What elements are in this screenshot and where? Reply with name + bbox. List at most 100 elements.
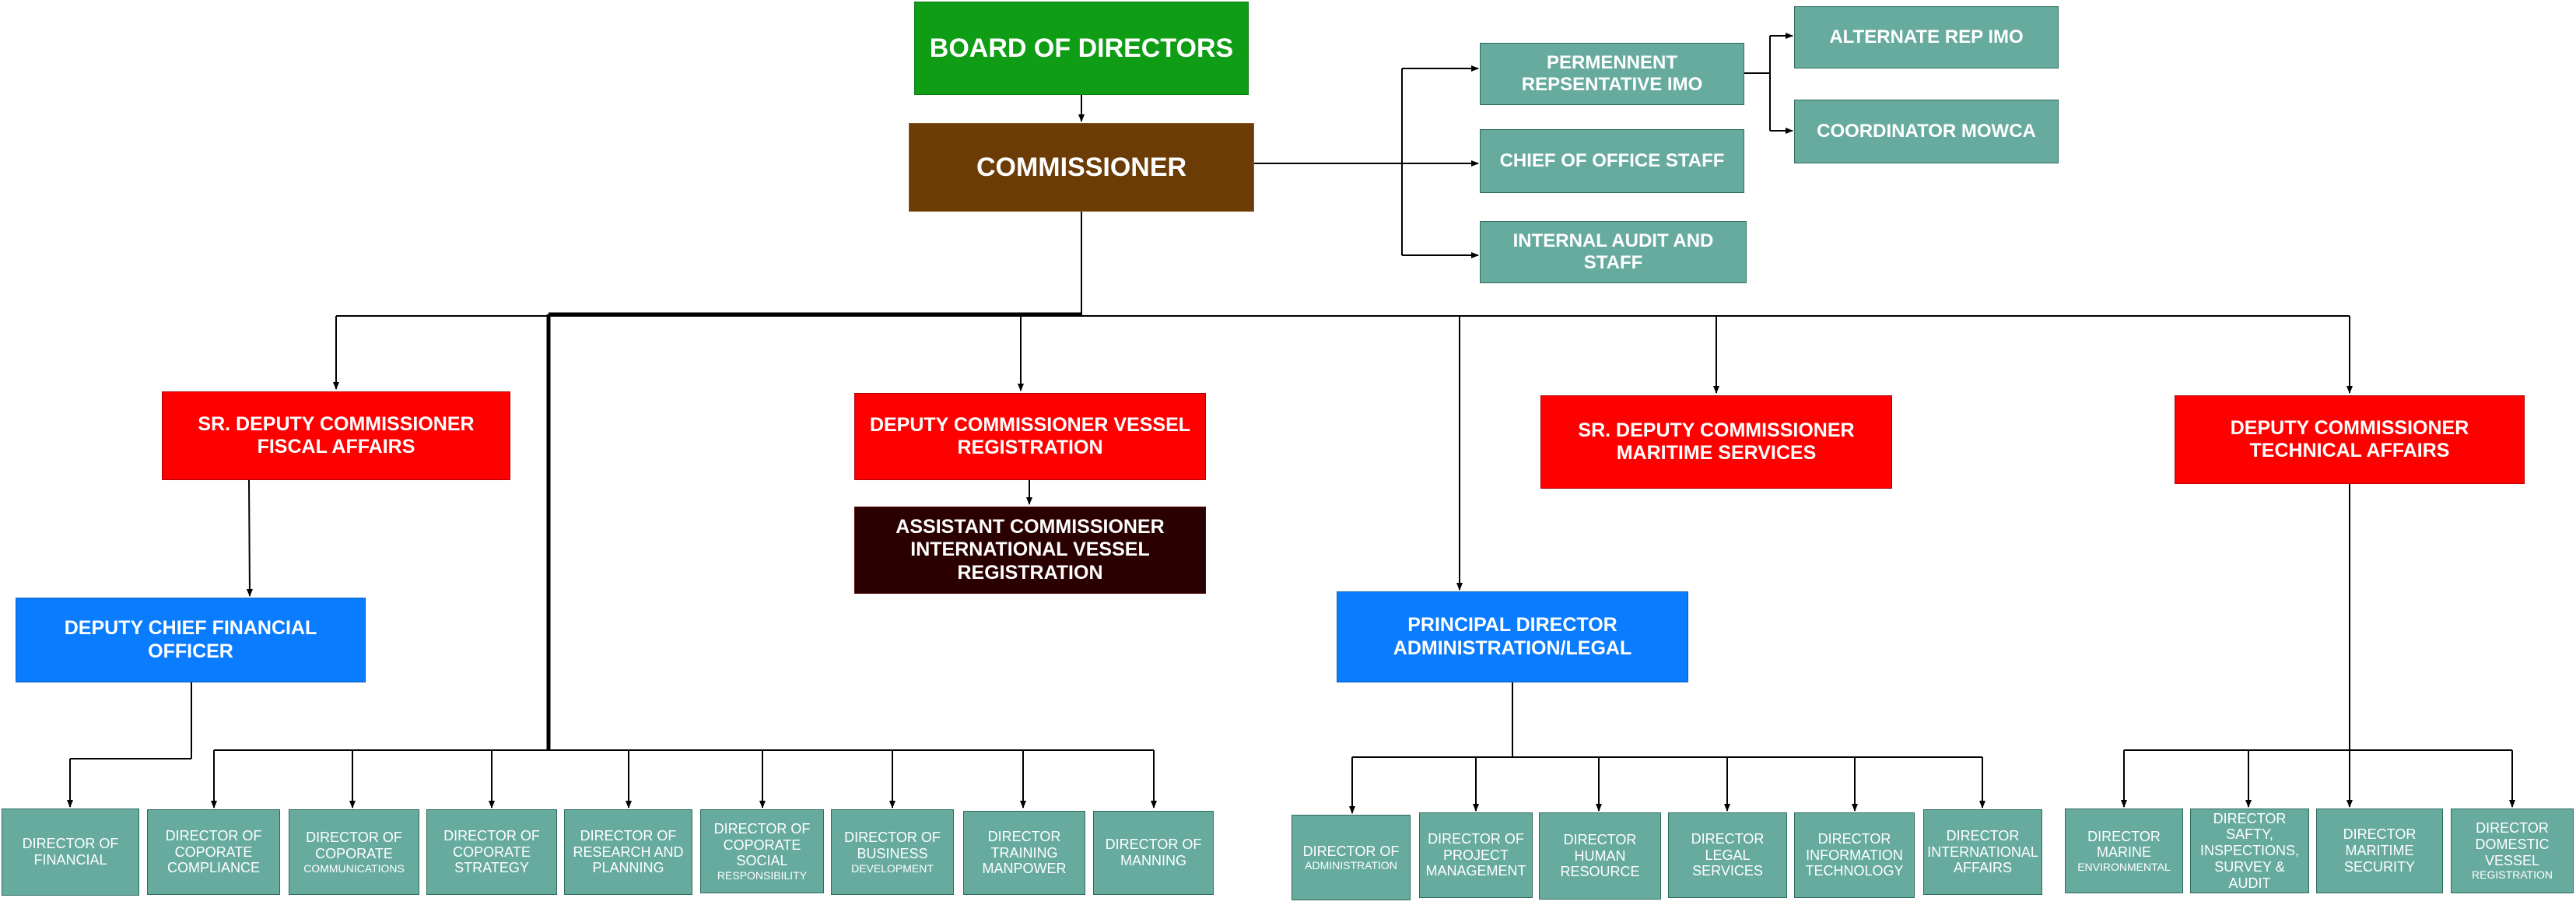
director-line-small: RESPONSIBILITY: [717, 868, 808, 882]
director-line: TRAINING: [990, 844, 1058, 861]
coordinator-label: COORDINATOR MOWCA: [1817, 120, 2036, 142]
director-box: DIRECTOR OF PROJECT MANAGEMENT: [1419, 812, 1533, 898]
alternate-rep-box: ALTERNATE REP IMO: [1794, 6, 2059, 68]
deputy-maritime-box: SR. DEPUTY COMMISSIONER MARITIME SERVICE…: [1540, 395, 1892, 489]
director-line: DIRECTOR: [1563, 831, 1637, 847]
permanent-rep-box: PERMENNENT REPSENTATIVE IMO: [1480, 43, 1744, 105]
principal-admin-line-2: ADMINISTRATION/LEGAL: [1393, 637, 1632, 659]
board-of-directors-box: BOARD OF DIRECTORS: [914, 2, 1249, 95]
principal-admin-box: PRINCIPAL DIRECTOR ADMINISTRATION/LEGAL: [1337, 591, 1688, 682]
internal-audit-box: INTERNAL AUDIT AND STAFF: [1480, 221, 1747, 283]
director-box: DIRECTOR OF MANNING: [1093, 811, 1214, 895]
commissioner-label: COMMISSIONER: [976, 152, 1187, 182]
director-line: DIRECTOR OF: [1302, 843, 1400, 859]
permanent-rep-line-1: PERMENNENT: [1546, 51, 1677, 73]
director-line: DIRECTOR: [1691, 830, 1765, 847]
deputy-fiscal-line-1: SR. DEPUTY COMMISSIONER: [198, 412, 475, 435]
director-line: VESSEL: [2484, 852, 2540, 868]
internal-audit-line-1: INTERNAL AUDIT AND: [1512, 230, 1714, 251]
deputy-fiscal-line-2: FISCAL AFFAIRS: [257, 436, 415, 458]
coordinator-box: COORDINATOR MOWCA: [1794, 100, 2059, 163]
director-line-small: REGISTRATION: [2472, 868, 2553, 882]
director-box: DIRECTOR LEGAL SERVICES: [1668, 812, 1787, 898]
alternate-rep-label: ALTERNATE REP IMO: [1829, 26, 2024, 47]
director-line: MANPOWER: [982, 861, 1067, 877]
director-line: FINANCIAL: [33, 852, 107, 868]
director-box: DIRECTOR MARITIME SECURITY: [2316, 809, 2443, 893]
director-line: RESOURCE: [1560, 864, 1640, 880]
director-line: INFORMATION: [1806, 847, 1903, 863]
assistant-intl-reg-line-1: ASSISTANT COMMISSIONER: [895, 515, 1165, 538]
director-line: MARITIME: [2345, 843, 2414, 859]
director-line: DIRECTOR OF: [306, 830, 402, 846]
assistant-intl-reg-line-2: INTERNATIONAL VESSEL: [910, 538, 1150, 561]
deputy-vessel-reg-line-1: DEPUTY COMMISSIONER VESSEL: [869, 413, 1191, 436]
director-line: MARINE: [2096, 844, 2151, 861]
deputy-cfo-box: DEPUTY CHIEF FINANCIAL OFFICER: [16, 598, 366, 682]
assistant-intl-reg-line-3: REGISTRATION: [957, 561, 1103, 584]
assistant-intl-reg-box: ASSISTANT COMMISSIONER INTERNATIONAL VES…: [854, 507, 1206, 594]
director-line: DIRECTOR OF: [443, 827, 540, 844]
director-line: DIRECTOR: [2213, 810, 2287, 826]
director-line: DIRECTOR OF: [165, 827, 262, 844]
director-line: DIRECTOR OF: [22, 836, 119, 852]
director-line: DIRECTOR OF: [844, 830, 941, 846]
director-line: DIRECTOR OF: [713, 820, 811, 837]
director-box: DIRECTOR MARINE ENVIRONMENTAL: [2065, 809, 2183, 893]
director-line: STRATEGY: [454, 860, 529, 876]
director-box: DIRECTOR HUMAN RESOURCE: [1539, 812, 1661, 900]
director-line-small: DEVELOPMENT: [851, 861, 934, 875]
director-line: DIRECTOR: [1946, 827, 2020, 844]
director-line: DIRECTOR OF: [580, 827, 677, 844]
director-line: DIRECTOR: [2087, 828, 2161, 844]
director-line-small: ADMINISTRATION: [1305, 859, 1397, 872]
commissioner-box: COMMISSIONER: [909, 123, 1254, 212]
director-line: MANNING: [1120, 853, 1186, 868]
director-box: DIRECTOR OF COPORATE COMMUNICATIONS: [289, 809, 419, 895]
internal-audit-line-2: STAFF: [1583, 252, 1643, 273]
director-box: DIRECTOR OF COPORATE SOCIAL RESPONSIBILI…: [700, 809, 824, 893]
deputy-cfo-line-2: OFFICER: [148, 640, 233, 662]
director-line: DIRECTOR: [987, 828, 1061, 844]
director-line: SOCIAL: [736, 853, 788, 869]
director-line: INSPECTIONS,: [2199, 843, 2300, 859]
director-line: COPORATE: [453, 844, 531, 860]
deputy-technical-line-2: TECHNICAL AFFAIRS: [2249, 440, 2450, 461]
director-box: DIRECTOR DOMESTIC VESSEL REGISTRATION: [2451, 809, 2574, 893]
chief-office-staff-box: CHIEF OF OFFICE STAFF: [1480, 129, 1744, 193]
principal-admin-line-1: PRINCIPAL DIRECTOR: [1407, 614, 1617, 636]
permanent-rep-line-2: REPSENTATIVE IMO: [1521, 74, 1703, 95]
director-box: DIRECTOR OF COPORATE STRATEGY: [426, 809, 557, 895]
director-line: DIRECTOR OF: [1428, 830, 1524, 847]
director-box: DIRECTOR OF COPORATE COMPLIANCE: [147, 809, 280, 895]
director-line: MANAGEMENT: [1425, 863, 1526, 879]
director-line: PROJECT: [1442, 847, 1509, 863]
deputy-vessel-reg-line-2: REGISTRATION: [957, 437, 1103, 458]
deputy-cfo-line-1: DEPUTY CHIEF FINANCIAL: [64, 617, 317, 639]
deputy-maritime-line-2: MARITIME SERVICES: [1616, 442, 1817, 464]
board-of-directors-label: BOARD OF DIRECTORS: [929, 33, 1234, 63]
director-line: COMPLIANCE: [166, 860, 261, 876]
director-box: DIRECTOR OF FINANCIAL: [2, 809, 139, 896]
director-box: DIRECTOR OF BUSINESS DEVELOPMENT: [831, 809, 954, 895]
director-line: BUSINESS: [857, 845, 928, 861]
deputy-fiscal-box: SR. DEPUTY COMMISSIONER FISCAL AFFAIRS: [162, 391, 510, 480]
director-line: HUMAN: [1574, 847, 1626, 864]
director-line: INTERNATIONAL: [1927, 844, 2038, 860]
director-line: COPORATE: [174, 844, 253, 860]
deputy-maritime-line-1: SR. DEPUTY COMMISSIONER: [1578, 419, 1855, 441]
deputy-technical-line-1: DEPUTY COMMISSIONER: [2230, 416, 2469, 439]
deputy-vessel-reg-box: DEPUTY COMMISSIONER VESSEL REGISTRATION: [854, 393, 1206, 480]
director-line: RESEARCH AND: [573, 844, 684, 860]
director-box: DIRECTOR SAFTY, INSPECTIONS, SURVEY & AU…: [2190, 809, 2309, 893]
director-line: DIRECTOR: [2343, 826, 2417, 843]
chief-office-staff-label: CHIEF OF OFFICE STAFF: [1499, 149, 1725, 171]
director-box: DIRECTOR TRAINING MANPOWER: [963, 811, 1085, 895]
director-line: AFFAIRS: [1953, 860, 2012, 876]
director-line: SURVEY & AUDIT: [2214, 858, 2285, 891]
director-line: SERVICES: [1692, 863, 1763, 879]
director-line: DOMESTIC: [2475, 837, 2550, 853]
director-line: DIRECTOR: [1817, 830, 1891, 847]
